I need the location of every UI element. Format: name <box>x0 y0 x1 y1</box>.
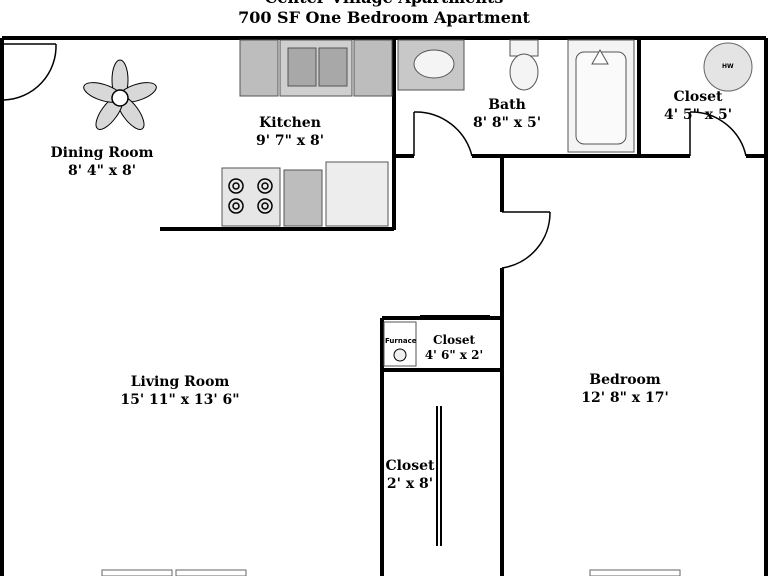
water-heater-label: HW <box>722 63 734 70</box>
furnace-icon <box>393 348 407 362</box>
room-name: Closet <box>432 333 476 347</box>
plan-subtitle: 700 SF One Bedroom Apartment <box>238 8 530 27</box>
walls <box>0 36 768 576</box>
bath-door-swing <box>413 111 473 157</box>
counter-right <box>353 39 393 97</box>
room-name: Closet <box>673 89 723 105</box>
room-size: 8' 8" x 5' <box>472 115 542 131</box>
doors <box>2 43 747 546</box>
window-living-b <box>175 569 247 576</box>
label-closet-bath: Closet 4' 5" x 5' <box>664 88 732 124</box>
room-size: 8' 4" x 8' <box>67 163 137 179</box>
furnace-box <box>383 321 417 367</box>
room-size: 4' 6" x 2' <box>424 348 484 362</box>
room-size: 15' 11" x 13' 6" <box>120 392 240 408</box>
room-name: Closet <box>385 458 435 474</box>
bathtub-basin <box>575 51 627 145</box>
ceiling-fan-icon <box>83 59 157 130</box>
room-size: 9' 7" x 8' <box>255 133 325 149</box>
room-name: Kitchen <box>259 115 321 131</box>
label-living-room: Living Room 15' 11" x 13' 6" <box>120 373 239 409</box>
label-dining-room: Dining Room 8' 4" x 8' <box>51 144 154 180</box>
room-size: 4' 5" x 5' <box>663 107 733 123</box>
plan-title: Center Village Apartments <box>0 0 768 8</box>
windows <box>101 569 681 576</box>
room-size: 12' 8" x 17' <box>581 390 669 406</box>
entry-door-swing <box>3 43 57 101</box>
toilet-bowl <box>509 53 539 91</box>
refrigerator <box>325 161 389 227</box>
room-name: Bath <box>488 97 526 113</box>
counter-stove-side <box>283 169 323 227</box>
room-name: Living Room <box>130 374 230 390</box>
room-size: 2' x 8' <box>386 476 434 492</box>
window-living-a <box>101 569 173 576</box>
bedroom-door-swing <box>501 211 551 269</box>
kitchen-fixtures <box>221 39 393 227</box>
label-closet-hall: Closet 2' x 8' <box>385 457 434 493</box>
tub-faucet <box>591 48 609 65</box>
label-closet-mid: Closet 4' 6" x 2' <box>425 333 483 363</box>
sink-basin-right <box>318 47 348 87</box>
label-bath: Bath 8' 8" x 5' <box>473 96 541 132</box>
counter-left <box>239 39 279 97</box>
label-kitchen: Kitchen 9' 7" x 8' <box>256 114 324 150</box>
closet-door-swing <box>689 111 747 157</box>
room-name: Dining Room <box>50 145 154 161</box>
furnace-label: Furnace <box>385 337 417 345</box>
room-name: Bedroom <box>589 372 661 388</box>
stove <box>221 167 281 227</box>
bathroom-sink <box>413 49 455 79</box>
water-heater-icon <box>703 42 753 92</box>
label-bedroom: Bedroom 12' 8" x 17' <box>581 371 669 407</box>
stove-burners <box>228 178 273 214</box>
sink-basin-left <box>287 47 317 87</box>
window-bedroom <box>589 569 681 576</box>
bath-fixtures <box>397 39 635 153</box>
